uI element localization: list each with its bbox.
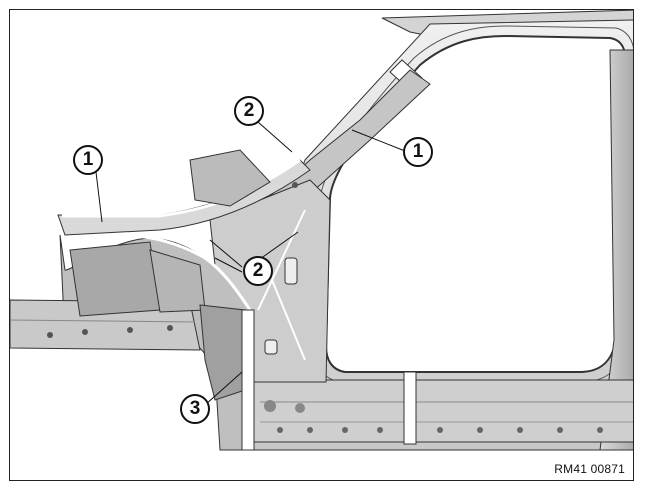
- callout-3: 3: [180, 394, 210, 424]
- door-opening: [324, 34, 627, 373]
- inner-wheelhouse: [69, 241, 161, 317]
- callout-2-top: 2: [234, 96, 264, 126]
- hinge-slot: [284, 257, 298, 285]
- front-rail-holes: [47, 325, 173, 338]
- rocker-sill: [249, 379, 633, 443]
- pillar-line-2: [271, 279, 306, 361]
- callout-2-mid: 2: [243, 256, 273, 286]
- reference-code: RM41 00871: [554, 462, 625, 476]
- diagram-frame: 1 2 1 2 3 RM41 00871: [9, 9, 634, 481]
- body-structure-illustration: [10, 10, 633, 451]
- pillar-base-strip: [241, 309, 255, 451]
- callout-1-left: 1: [73, 145, 103, 175]
- strut-tower: [189, 149, 271, 207]
- b-pillar: [599, 49, 633, 451]
- lower-bracket: [199, 304, 246, 401]
- callout-1-right: 1: [403, 137, 433, 167]
- wheel-arch-inner-edge: [64, 233, 252, 311]
- pillar-line: [257, 209, 306, 311]
- leader-lines: [95, 121, 406, 406]
- sill-section-strip: [403, 371, 417, 445]
- hinge-slot-2: [264, 339, 278, 355]
- sill-holes: [264, 400, 603, 433]
- front-rail-line: [10, 319, 196, 323]
